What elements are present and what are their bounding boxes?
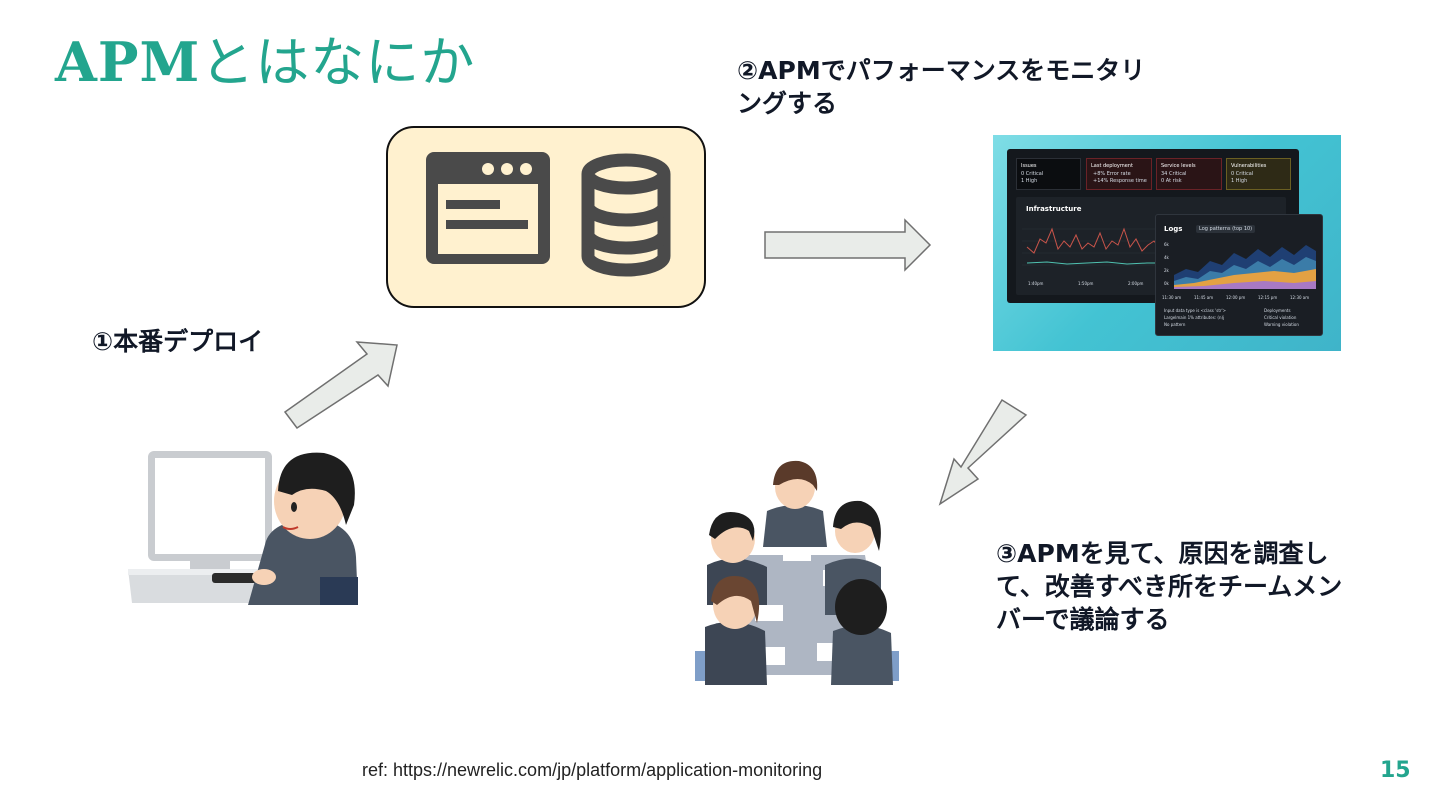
apm-dashboard-screenshot: Issues 0 Critical 1 High Last deployment… <box>993 135 1341 351</box>
step-discuss-label: ③APMを見て、原因を調査して、改善すべき所をチームメンバーで議論する <box>996 539 1343 634</box>
arrow-down-left <box>938 398 1028 506</box>
step-monitor-label: ②APMでパフォーマンスをモニタリングする <box>737 56 1146 118</box>
arrow-right <box>764 218 932 272</box>
card-line: 1 High <box>1231 178 1248 184</box>
developer-at-computer-illustration <box>128 451 358 605</box>
logs-ytick: 4k <box>1164 255 1169 260</box>
logs-legend-item: Input data type is <class 'str'> <box>1164 308 1226 313</box>
logs-pattern-dropdown[interactable]: Log patterns (top 10) <box>1196 225 1256 233</box>
card-line: 0 At risk <box>1161 178 1182 184</box>
title-latin: APM <box>55 30 201 94</box>
title-japanese: とはなにか <box>200 31 476 94</box>
card-line: 34 Critical <box>1161 171 1187 177</box>
infra-xtick: 1:40pm <box>1028 281 1044 286</box>
infra-xtick: 1:50pm <box>1078 281 1094 286</box>
team-meeting-illustration <box>695 460 899 685</box>
application-box <box>386 126 706 308</box>
infrastructure-title: Infrastructure <box>1026 205 1082 213</box>
logs-legend-item: Deployments <box>1264 308 1291 313</box>
card-issues: Issues 0 Critical 1 High <box>1016 158 1081 190</box>
logs-xtick: 11:30 am <box>1162 295 1182 300</box>
logs-legend-item: Warning violation <box>1264 322 1299 327</box>
card-service-levels: Service levels 34 Critical 0 At risk <box>1156 158 1222 190</box>
logs-title: Logs <box>1164 225 1183 233</box>
reference-link[interactable]: ref: https://newrelic.com/jp/platform/ap… <box>362 760 823 780</box>
card-title: Issues <box>1021 163 1037 169</box>
logs-legend-item: No pattern <box>1164 322 1186 327</box>
logs-legend-item: Critical violation <box>1264 315 1297 320</box>
logs-xtick: 12:00 pm <box>1226 295 1246 300</box>
logs-xtick: 12:15 pm <box>1258 295 1278 300</box>
card-title: Service levels <box>1161 163 1196 169</box>
infra-xtick: 2:00pm <box>1128 281 1144 286</box>
logs-legend-item: Largelmain 1% attributes: (n)j <box>1164 315 1225 320</box>
card-vulnerabilities: Vulnerabilities 0 Critical 1 High <box>1226 158 1291 190</box>
card-line: 0 Critical <box>1021 171 1044 177</box>
logs-ytick: 0k <box>1164 281 1169 286</box>
card-line: +14% Response time <box>1093 178 1147 184</box>
card-title: Last deployment <box>1091 163 1133 169</box>
card-title: Vulnerabilities <box>1231 163 1267 169</box>
database-icon <box>581 153 671 277</box>
card-line: 0 Critical <box>1231 171 1254 177</box>
card-last-deployment: Last deployment +8% Error rate +14% Resp… <box>1086 158 1152 190</box>
logs-xtick: 11:45 am <box>1194 295 1214 300</box>
step-deploy-label: ①本番デプロイ <box>92 327 264 356</box>
page-title: APMとはなにか <box>55 18 475 97</box>
logs-ytick: 2k <box>1164 268 1169 273</box>
browser-window-icon <box>426 152 550 264</box>
arrow-up-right <box>283 341 398 430</box>
logs-panel: Logs Log patterns (top 10) 6k 4k 2k 0k 1… <box>1155 214 1323 336</box>
logs-ytick: 6k <box>1164 242 1169 247</box>
logs-xtick: 12:30 am <box>1290 295 1310 300</box>
card-line: 1 High <box>1021 178 1038 184</box>
card-line: +8% Error rate <box>1093 171 1131 177</box>
page-number: 15 <box>1380 758 1411 783</box>
